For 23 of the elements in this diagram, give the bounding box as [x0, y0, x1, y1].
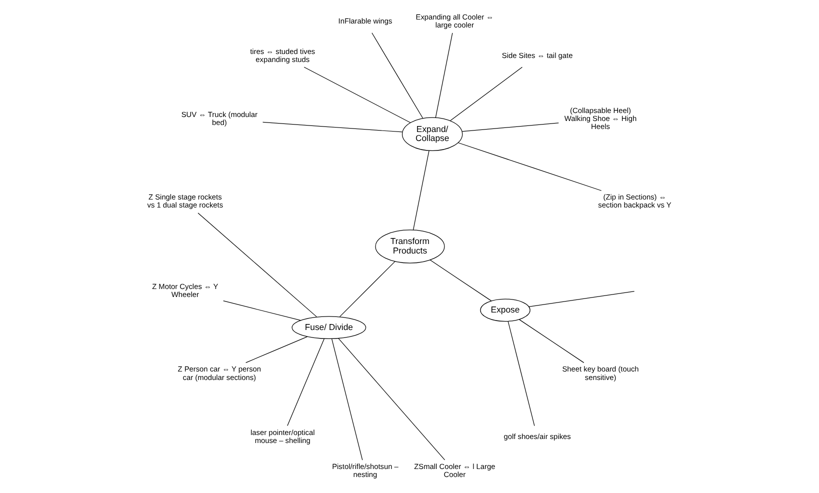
- connector: [435, 32, 453, 118]
- connector: [246, 336, 308, 363]
- connector: [198, 212, 317, 318]
- node-ellipse: Expose: [480, 298, 530, 322]
- connector: [519, 319, 584, 363]
- node-ellipse: Transform Products: [375, 230, 445, 264]
- connector: [458, 142, 602, 191]
- connector: [304, 66, 411, 123]
- node-ellipse: Fuse/ Divide: [292, 316, 366, 339]
- connector: [262, 122, 403, 132]
- connector: [339, 261, 396, 318]
- connector: [462, 122, 559, 132]
- connector: [412, 150, 430, 230]
- connector: [508, 321, 535, 426]
- connector: [331, 338, 363, 460]
- connector: [338, 338, 446, 460]
- node-ellipse: Expand/ Collapse: [402, 117, 463, 151]
- connector: [450, 66, 523, 121]
- connector: [223, 300, 301, 321]
- connector: [430, 260, 492, 302]
- connector: [528, 290, 635, 307]
- connector: [287, 338, 325, 426]
- connector: [372, 32, 424, 119]
